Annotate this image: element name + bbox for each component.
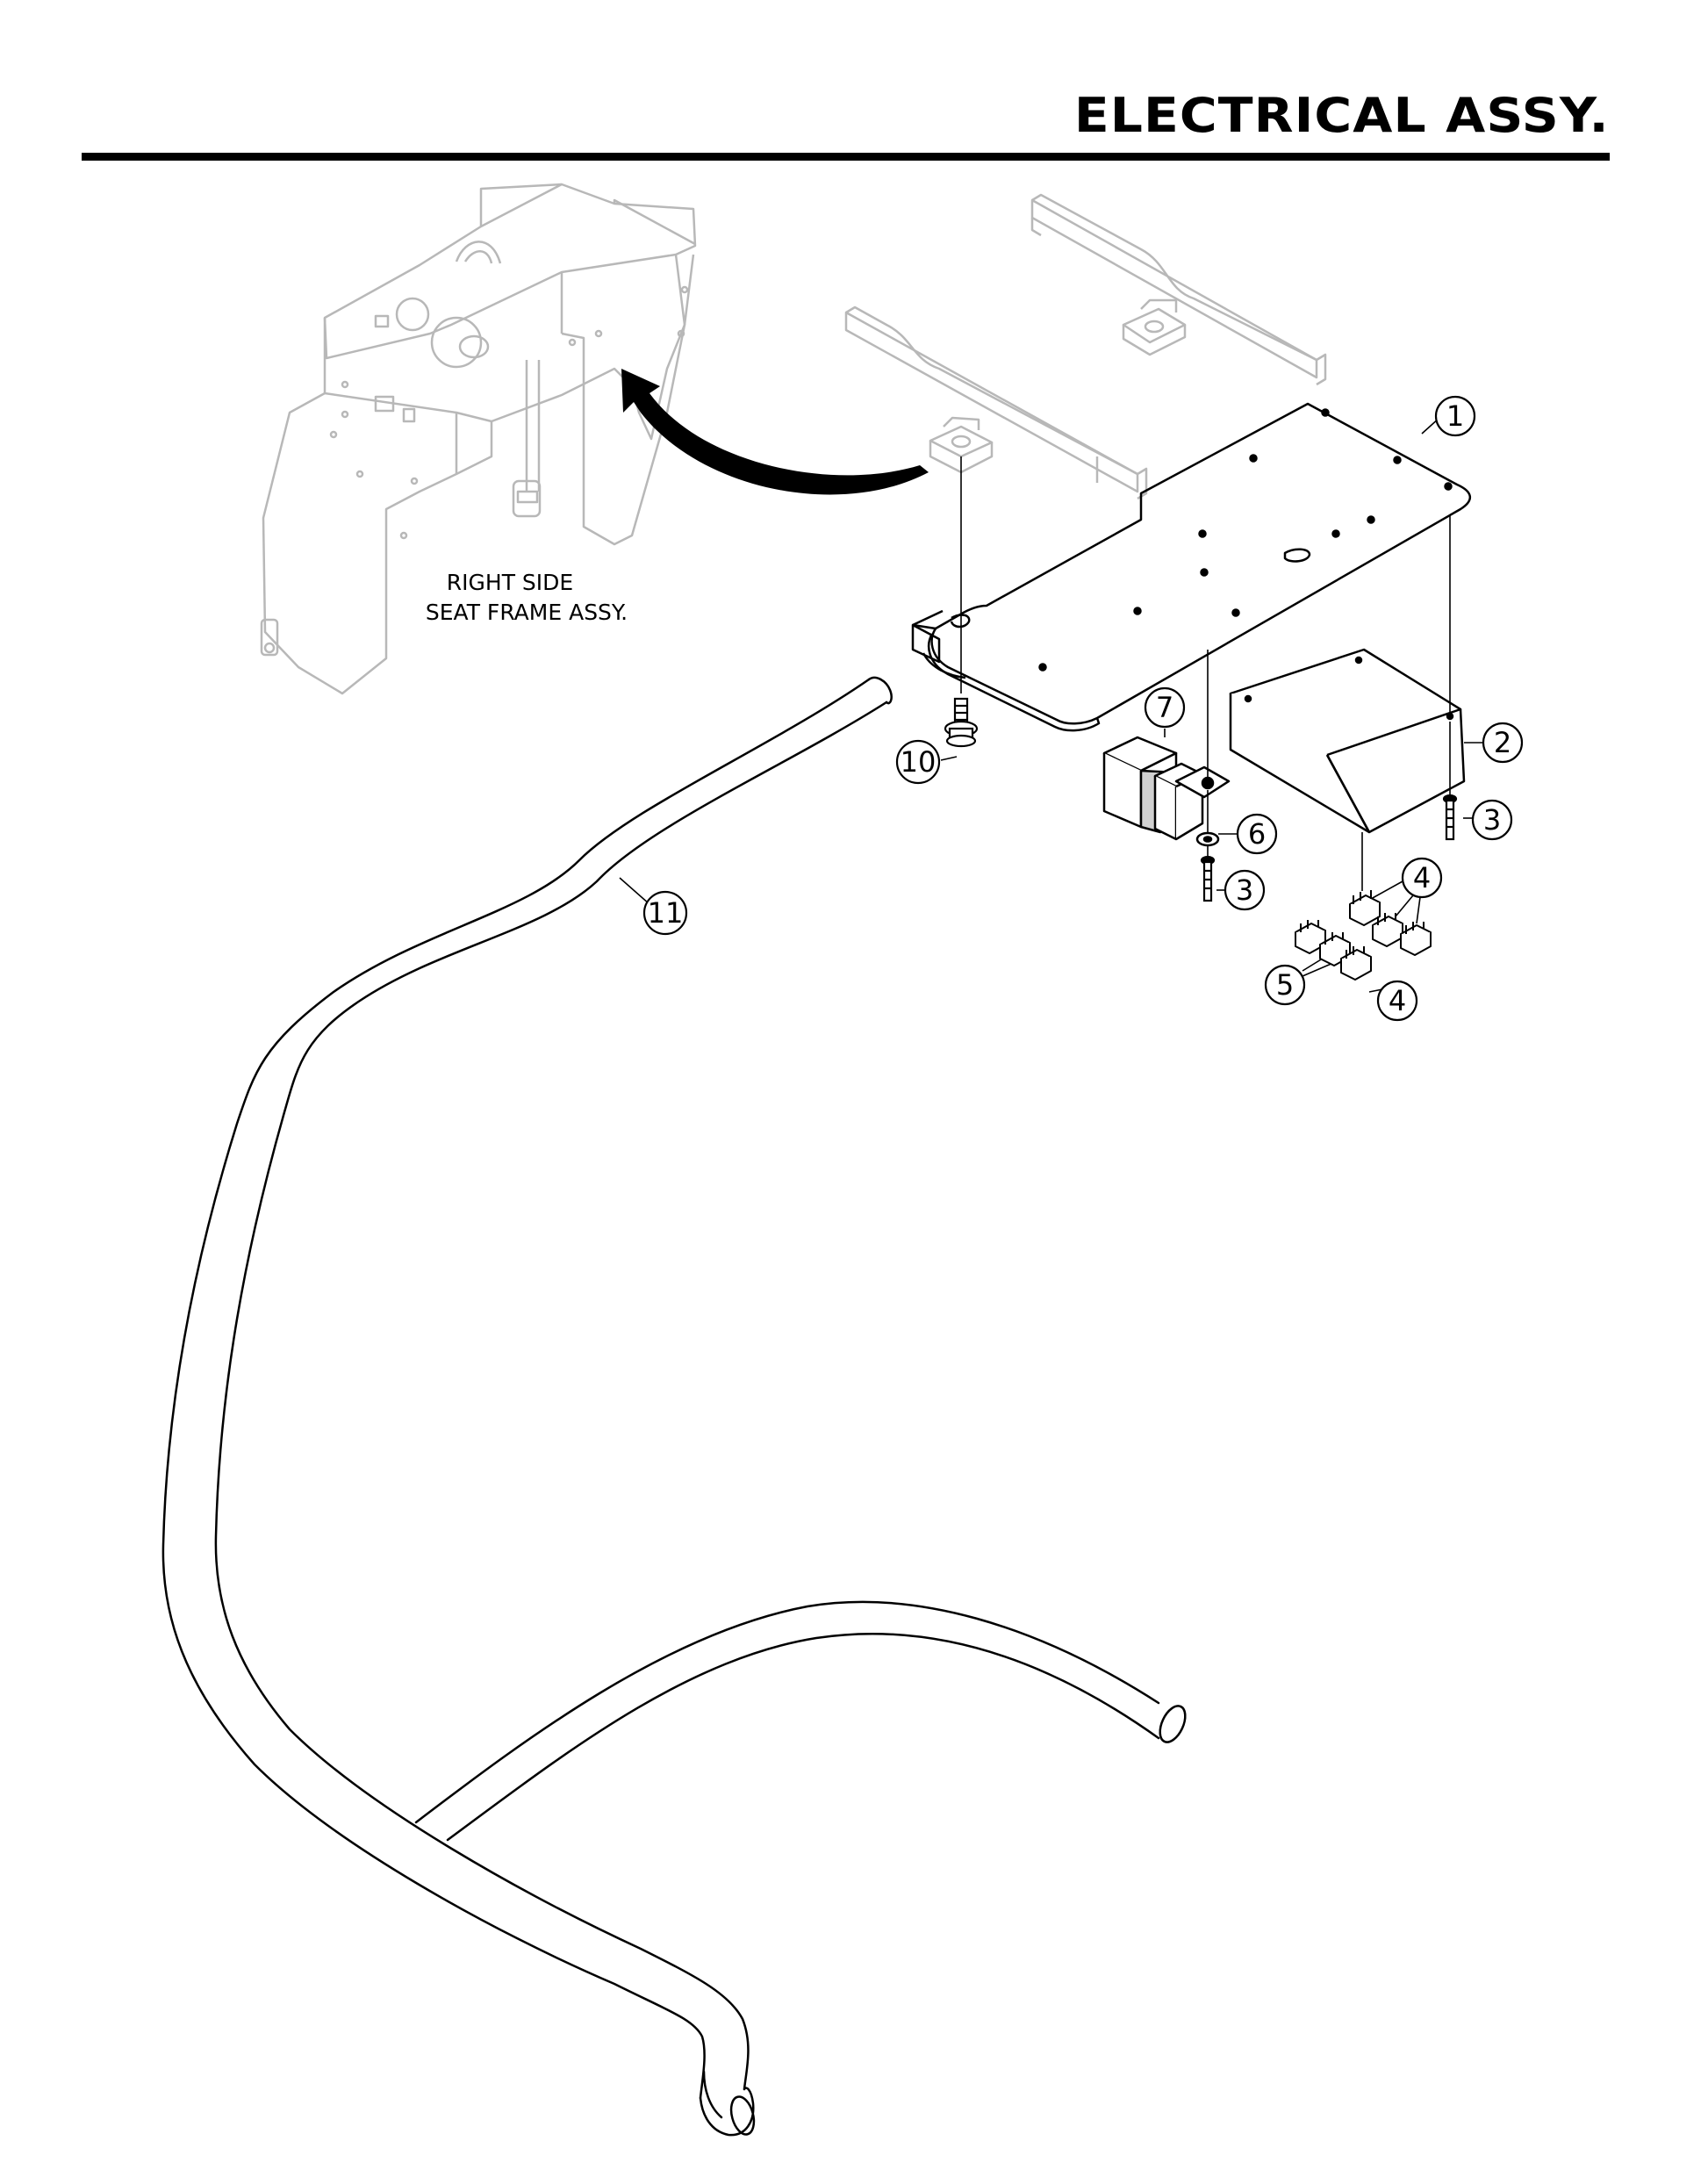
callout-1: 1 (1434, 395, 1476, 437)
svg-text:1: 1 (1446, 399, 1464, 433)
callout-3-relay: 3 (1224, 869, 1266, 911)
svg-text:4: 4 (1389, 984, 1406, 1017)
washer (1195, 831, 1220, 847)
callout-6: 6 (1236, 813, 1278, 855)
svg-text:3: 3 (1483, 803, 1501, 837)
seat-frame-note-line2: SEAT FRAME ASSY. (426, 600, 628, 625)
callout-3-fuse-box: 3 (1471, 799, 1513, 841)
svg-text:7: 7 (1156, 691, 1173, 724)
svg-text:4: 4 (1413, 861, 1431, 895)
callout-4-lower: 4 (1376, 980, 1418, 1022)
svg-text:5: 5 (1276, 968, 1294, 1002)
mounting-plate (911, 402, 1471, 732)
relay (1102, 736, 1231, 841)
callout-2: 2 (1482, 722, 1524, 764)
callout-10: 10 (895, 739, 941, 785)
fuse-box (1229, 648, 1466, 834)
svg-text:10: 10 (901, 745, 937, 779)
svg-text:3: 3 (1236, 873, 1253, 907)
wiring-harness-conduit (161, 676, 1187, 2137)
flange-bolt (944, 697, 979, 748)
seat-frame-note-line1: RIGHT SIDE (447, 570, 573, 595)
screw-fuse-box (1442, 794, 1458, 841)
page-title: ELECTRICAL ASSY. (1074, 88, 1610, 143)
screw-relay (1200, 855, 1216, 902)
svg-text:2: 2 (1494, 726, 1511, 759)
fuses (1295, 890, 1432, 981)
callout-11: 11 (642, 890, 688, 936)
callout-4-upper: 4 (1401, 857, 1443, 899)
svg-text:11: 11 (648, 896, 684, 930)
callout-5: 5 (1264, 964, 1306, 1006)
callout-7: 7 (1144, 686, 1186, 729)
seat-frame-assembly (260, 183, 697, 695)
title-rule (82, 153, 1610, 161)
svg-text:6: 6 (1248, 817, 1266, 851)
seat-rails (844, 193, 1327, 500)
assembly-arrow (621, 369, 929, 495)
